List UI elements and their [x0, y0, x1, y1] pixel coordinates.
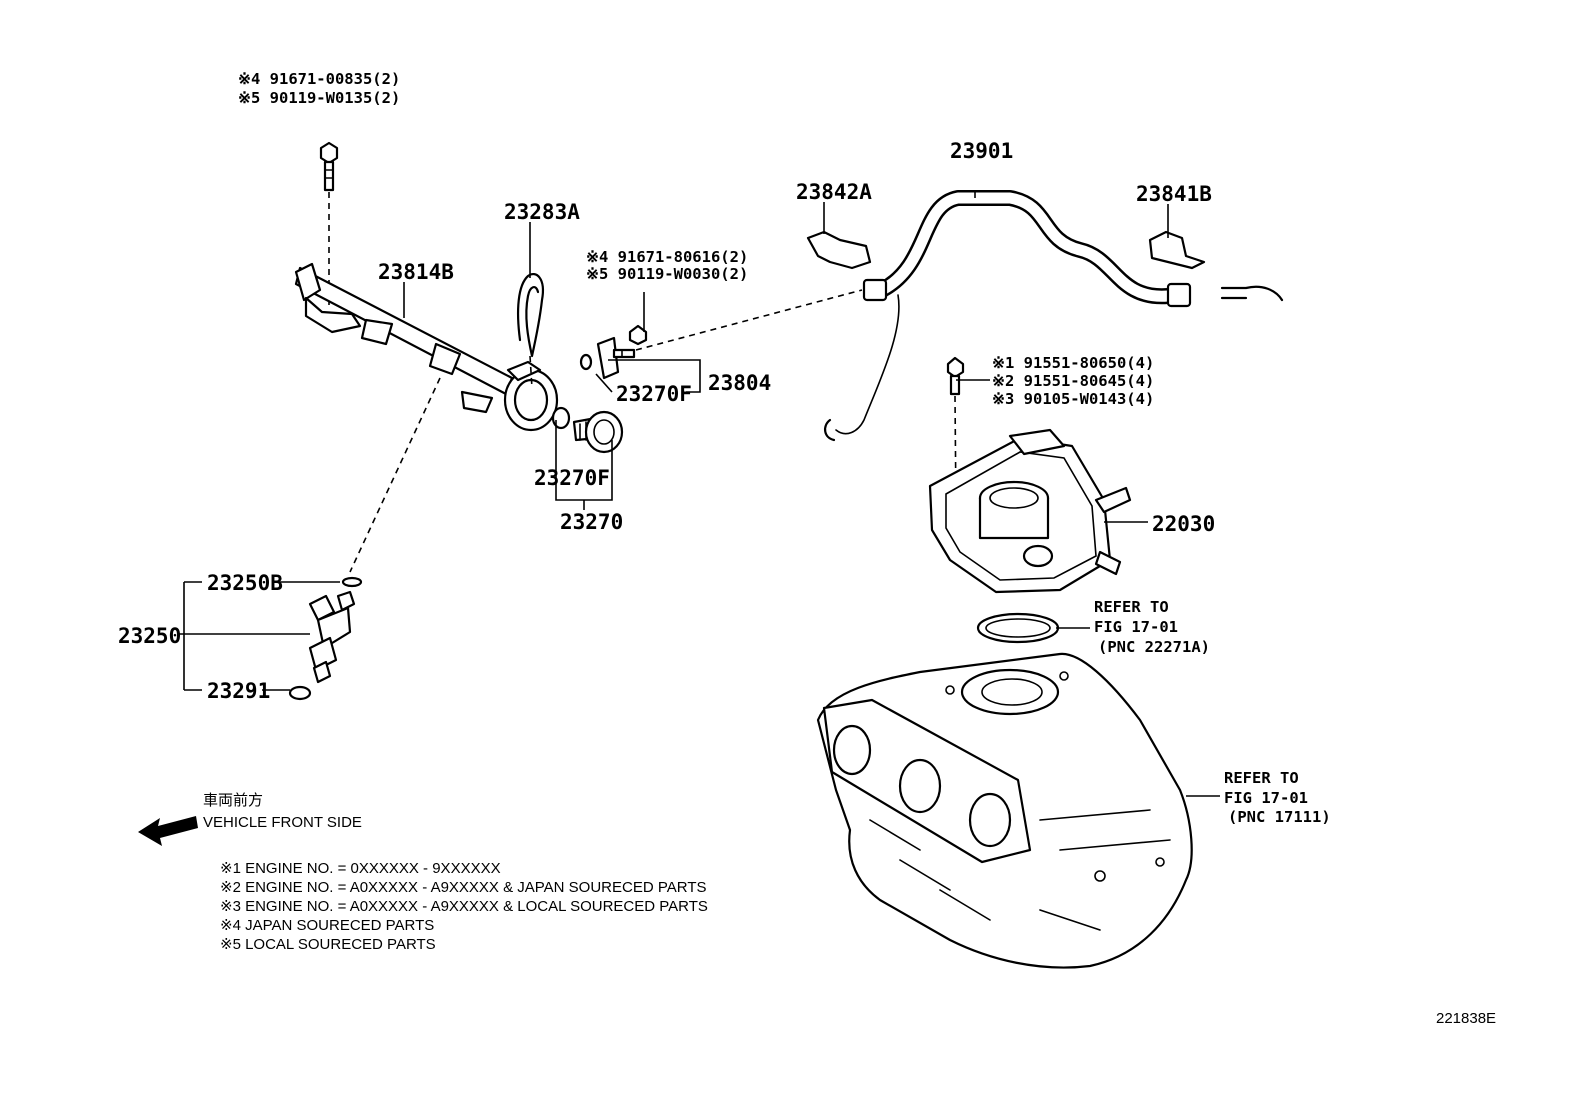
throttle-bolt: [946, 356, 965, 396]
arrow-left-icon: [138, 816, 198, 846]
label-23804: 23804: [708, 371, 771, 395]
ref-gasket-line3: (PNC 22271A): [1098, 638, 1210, 656]
sensor-to-hose-dashline: [635, 289, 863, 351]
ref-gasket-line2: FIG 17-01: [1094, 618, 1178, 636]
throttle-gasket: [976, 612, 1060, 644]
rail-to-injector-dashline: [349, 377, 441, 573]
label-23250: 23250: [118, 624, 181, 648]
fuel-rail-bolt: [319, 141, 339, 192]
label-23270f-lower: 23270F: [534, 466, 610, 490]
note-bolt-right-1: ※1 91551-80650(4): [992, 354, 1154, 372]
fuel-hose: [824, 190, 1284, 442]
legend-line: ※3 ENGINE NO. = A0XXXXX - A9XXXXX & LOCA…: [220, 898, 708, 915]
throttle-body: [928, 428, 1132, 594]
leader-lines: [178, 190, 1220, 797]
hose-clip-left: [806, 230, 872, 270]
legend-line: ※4 JAPAN SOURECED PARTS: [220, 917, 434, 934]
legend-line: ※5 LOCAL SOURECED PARTS: [220, 936, 436, 953]
intake-manifold: [816, 652, 1193, 969]
label-23270f-upper: 23270F: [616, 382, 692, 406]
retainer-clip: [516, 273, 544, 358]
fuel-injector: [288, 576, 363, 701]
note-bolt-top-1: ※4 91671-00835(2): [238, 70, 400, 88]
pressure-regulator: [551, 406, 624, 454]
figure-id: 221838E: [1436, 1010, 1496, 1027]
note-bolt-right-3: ※3 90105-W0143(4): [992, 390, 1154, 408]
ref-manifold-line1: REFER TO: [1224, 769, 1299, 787]
label-23291: 23291: [207, 679, 270, 703]
note-bolt-mid-2: ※5 90119-W0030(2): [586, 265, 748, 283]
ref-gasket-line1: REFER TO: [1094, 598, 1169, 616]
direction-english: VEHICLE FRONT SIDE: [203, 814, 362, 831]
label-23270: 23270: [560, 510, 623, 534]
ref-manifold-line3: (PNC 17111): [1228, 808, 1331, 826]
clip-dashline: [529, 355, 533, 389]
ref-manifold-line2: FIG 17-01: [1224, 789, 1308, 807]
note-bolt-mid-1: ※4 91671-80616(2): [586, 248, 748, 266]
throttle-bolt-dashline: [954, 395, 957, 511]
label-23250b: 23250B: [207, 571, 283, 595]
label-23901: 23901: [950, 139, 1013, 163]
label-22030: 22030: [1152, 512, 1215, 536]
legend-line: ※1 ENGINE NO. = 0XXXXXX - 9XXXXXX: [220, 860, 501, 877]
fuel-delivery-rail: [294, 262, 559, 432]
label-23842a: 23842A: [796, 180, 872, 204]
label-23814b: 23814B: [378, 260, 454, 284]
label-23283a: 23283A: [504, 200, 580, 224]
note-bolt-top-2: ※5 90119-W0135(2): [238, 89, 400, 107]
hose-clip-right: [1148, 230, 1206, 270]
direction-japanese: 車両前方: [203, 792, 263, 809]
note-bolt-right-2: ※2 91551-80645(4): [992, 372, 1154, 390]
legend-line: ※2 ENGINE NO. = A0XXXXX - A9XXXXX & JAPA…: [220, 879, 706, 896]
fuel-sensor-assembly: [579, 324, 648, 380]
label-23841b: 23841B: [1136, 182, 1212, 206]
